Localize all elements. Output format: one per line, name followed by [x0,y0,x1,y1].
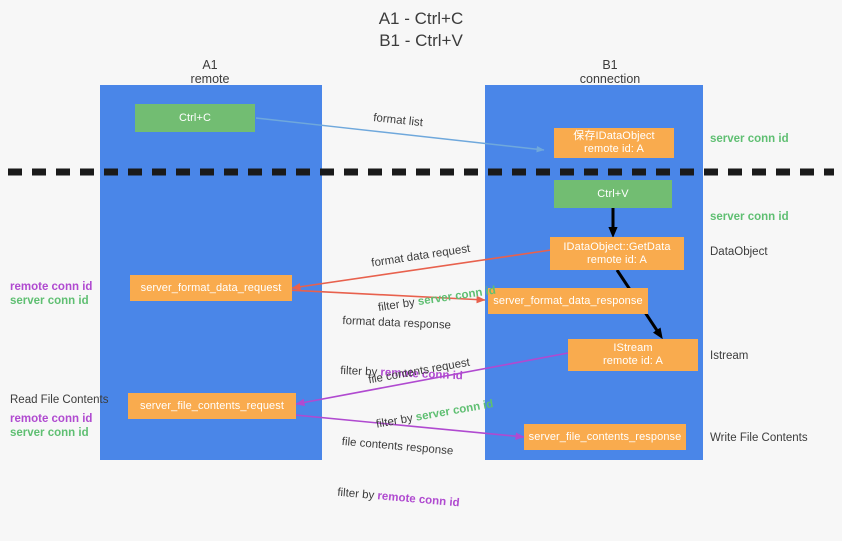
column-header-b1: B1 connection [579,58,641,86]
annotation-istream: Istream [710,350,749,362]
annotation-dataobject: DataObject [710,246,768,258]
annotation-server-conn-id-mid: server conn id [710,211,789,223]
annotation-server-conn-id-2: server conn id [10,427,89,439]
node-save-idataobject[interactable]: 保存IDataObject remote id: A [554,128,674,158]
node-server-format-data-response[interactable]: server_format_data_response [488,288,648,314]
annotation-write-file-contents: Write File Contents [710,432,808,444]
sequence-diagram: A1 - Ctrl+C B1 - Ctrl+V A1 remote B1 con… [8,9,834,509]
edge-label-file-contents-response: file contents response filter by remote … [334,405,467,541]
node-server-file-contents-request[interactable]: server_file_contents_request [128,393,296,419]
page-title: A1 - Ctrl+C B1 - Ctrl+V [378,9,464,50]
node-ctrl-c[interactable]: Ctrl+C [135,104,255,132]
filter-prefix: filter by [336,486,378,503]
node-idataobject-getdata[interactable]: IDataObject::GetData remote id: A [550,237,684,270]
edge-label-format-list: format list [372,111,424,130]
annotation-read-file-contents: Read File Contents [10,394,109,406]
annotation-server-conn-id-1: server conn id [10,295,89,307]
edge-label-file-contents-request-line1: file contents request [367,356,471,387]
edge-label-file-contents-response-line2: filter by remote conn id [337,486,461,512]
node-server-format-data-request[interactable]: server_format_data_request [130,275,292,301]
node-istream[interactable]: IStream remote id: A [568,339,698,371]
edge-label-format-data-request-line1: format data request [370,242,471,270]
column-header-a1: A1 remote [190,58,230,86]
edge-label-file-contents-response-line1: file contents response [341,435,454,458]
node-server-file-contents-response[interactable]: server_file_contents_response [524,424,686,450]
annotation-remote-conn-id-1: remote conn id [10,281,93,293]
node-ctrl-v[interactable]: Ctrl+V [554,180,672,208]
annotation-remote-conn-id-2: remote conn id [10,413,93,425]
filter-key: remote conn id [376,490,461,510]
annotation-server-conn-id-top: server conn id [710,133,789,145]
